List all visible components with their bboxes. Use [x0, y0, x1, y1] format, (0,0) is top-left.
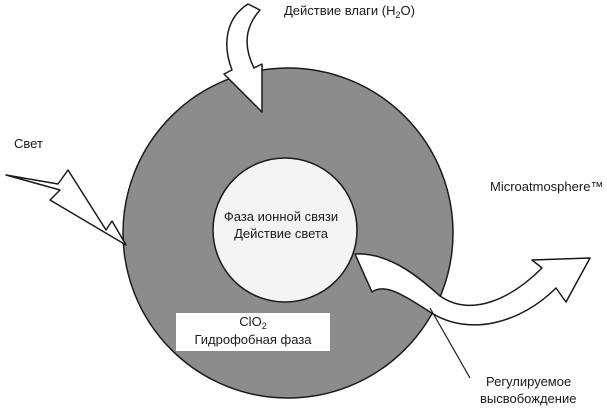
hydrophobic-label-box — [176, 313, 330, 351]
moisture-label-suffix: O) — [401, 3, 415, 18]
inner-core — [212, 157, 358, 303]
release-label-line1: Регулируемое — [486, 374, 571, 389]
light-label: Свет — [14, 136, 43, 151]
release-label-line2: высвобождение — [480, 391, 576, 406]
core-label-line1: Фаза ионной связи — [224, 209, 338, 224]
moisture-label-sub: 2 — [396, 10, 401, 20]
release-pointer-line — [429, 307, 471, 379]
moisture-label: Действие влаги (H2O) — [284, 3, 415, 20]
clo2-label-prefix: ClO — [239, 314, 261, 329]
clo2-label-sub: 2 — [262, 321, 267, 331]
moisture-label-prefix: Действие влаги (H — [284, 3, 396, 18]
clo2-label: ClO2 — [239, 314, 266, 331]
light-bolt-icon — [5, 169, 127, 246]
microatmosphere-label: Microatmosphere™ — [490, 179, 603, 194]
release-arrow — [354, 253, 591, 326]
core-label-line2: Действие света — [234, 226, 329, 241]
moisture-arrow — [223, 3, 263, 113]
hydrophobic-label: Гидрофобная фаза — [194, 332, 312, 347]
